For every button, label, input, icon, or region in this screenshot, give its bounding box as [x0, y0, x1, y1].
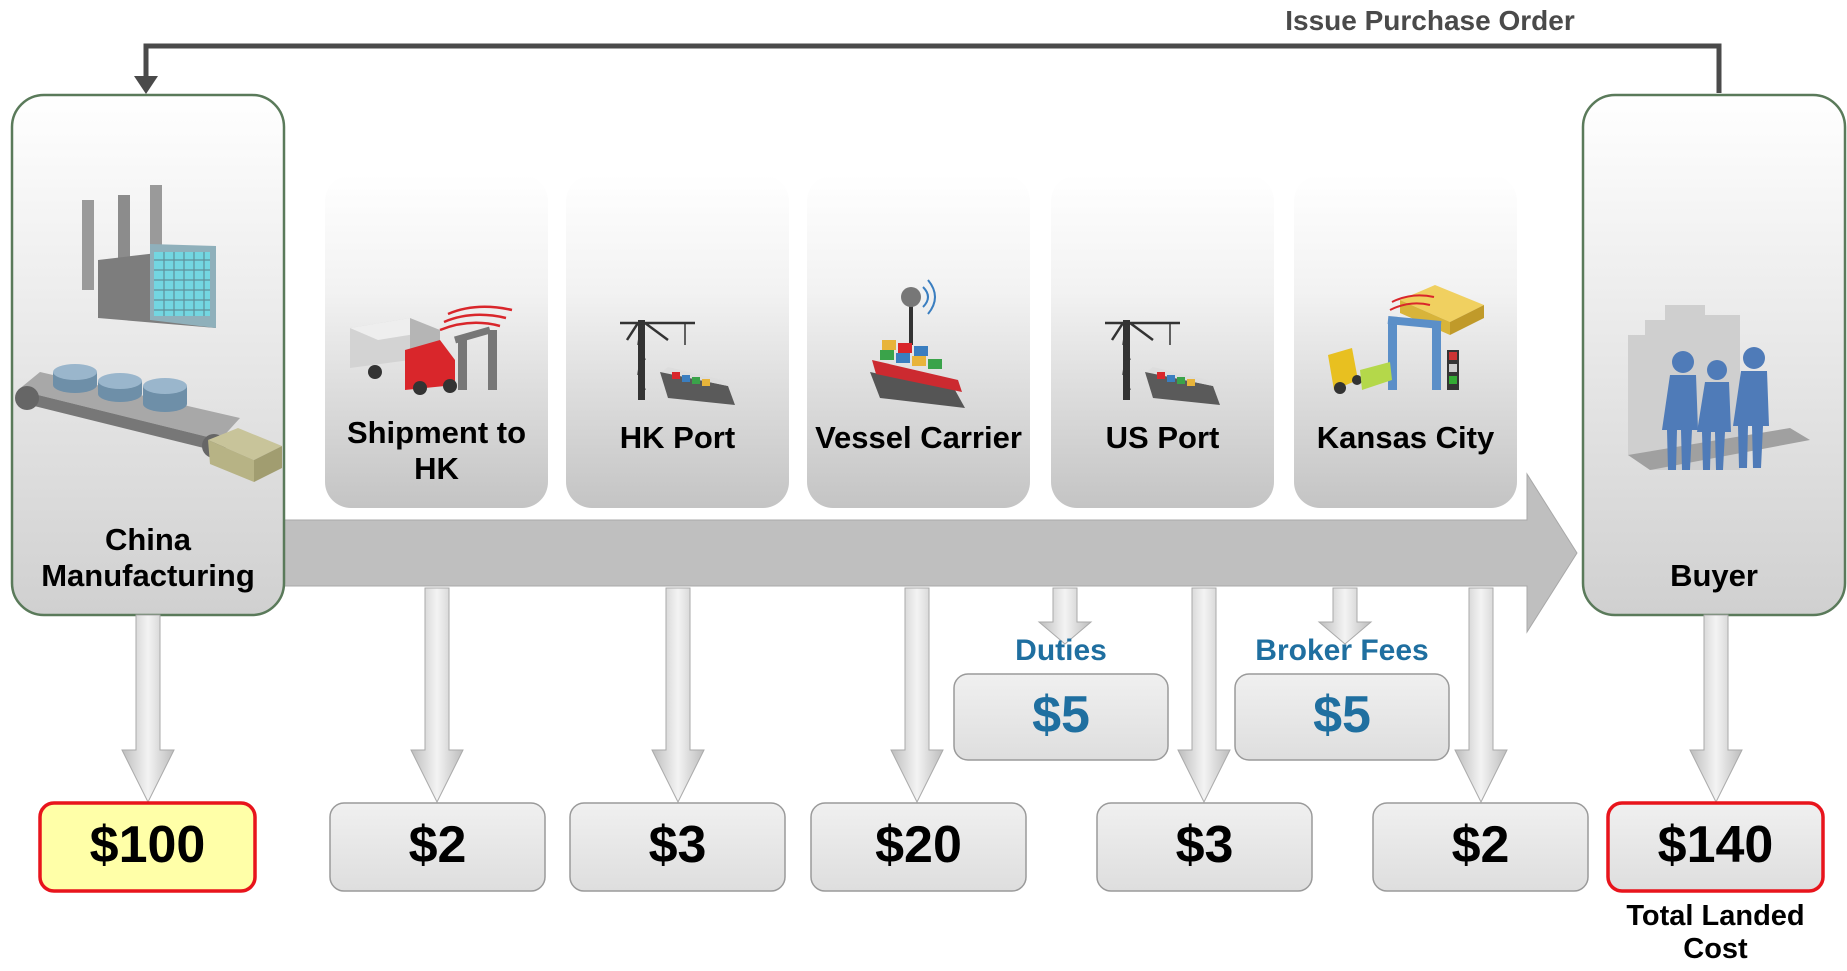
vessel-icon	[870, 279, 965, 408]
arrow-hk-port	[651, 587, 705, 804]
arrow-us-port	[1177, 587, 1231, 804]
cost-box-hk-port	[569, 802, 786, 892]
cost-box-duties	[953, 673, 1169, 761]
stage-label-vessel: Vessel Carrier	[815, 420, 1022, 455]
total-landed-cost: $140	[1657, 816, 1774, 874]
cost-box-buyer	[1606, 801, 1825, 893]
kansas-cost: $2	[1451, 816, 1510, 874]
cost-box-vessel	[810, 802, 1027, 892]
duties-label: Duties	[1015, 634, 1107, 667]
purchase-order-connector	[134, 43, 1722, 94]
cost-box-origin	[38, 801, 257, 893]
arrow-buyer	[1689, 614, 1743, 804]
arrow-shipment	[410, 587, 464, 804]
issue-purchase-order-label: Issue Purchase Order	[1285, 5, 1575, 36]
destination-label: Buyer	[1670, 558, 1758, 593]
stage-panel-kansas	[1294, 175, 1517, 508]
flow-arrow	[279, 472, 1578, 634]
arrow-broker	[1317, 587, 1373, 645]
buyer-people-icon	[1628, 305, 1810, 470]
stage-label-hk-port: HK Port	[619, 420, 736, 455]
hk-port-cost: $3	[648, 816, 707, 874]
us-port-cost: $3	[1175, 816, 1234, 874]
cost-box-shipment	[329, 802, 546, 892]
stage-label-shipment: Shipment to HK	[346, 415, 527, 486]
arrow-duties	[1037, 587, 1093, 645]
broker-fees-label: Broker Fees	[1255, 634, 1429, 667]
vessel-cost: $20	[875, 816, 962, 874]
arrow-kansas	[1454, 587, 1508, 804]
duties-cost: $5	[1032, 686, 1090, 744]
cost-box-us-port	[1096, 802, 1313, 892]
total-landed-cost-caption: Total Landed Cost	[1626, 900, 1805, 966]
conveyor-icon	[15, 364, 282, 482]
origin-label: China Manufacturing	[41, 522, 255, 593]
down-arrows	[121, 587, 1743, 804]
factory-icon	[82, 185, 216, 328]
origin-cost: $100	[89, 816, 206, 874]
shipment-cost: $2	[408, 816, 467, 874]
truck-icon	[350, 305, 513, 395]
crane-ship-icon	[620, 320, 735, 405]
warehouse-forklift-icon	[1328, 285, 1484, 394]
stage-label-kansas: Kansas City	[1316, 420, 1495, 455]
broker-fees-cost: $5	[1313, 686, 1371, 744]
cost-box-broker	[1234, 673, 1450, 761]
stage-label-us-port: US Port	[1105, 420, 1220, 455]
stage-panel-hk-port	[566, 175, 789, 508]
arrow-origin	[121, 614, 175, 804]
us-port-crane-ship-icon	[1105, 320, 1220, 405]
stage-panel-vessel	[807, 175, 1030, 508]
cost-box-kansas	[1372, 802, 1589, 892]
stage-panel-us-port	[1051, 175, 1274, 508]
arrow-vessel	[890, 587, 944, 804]
